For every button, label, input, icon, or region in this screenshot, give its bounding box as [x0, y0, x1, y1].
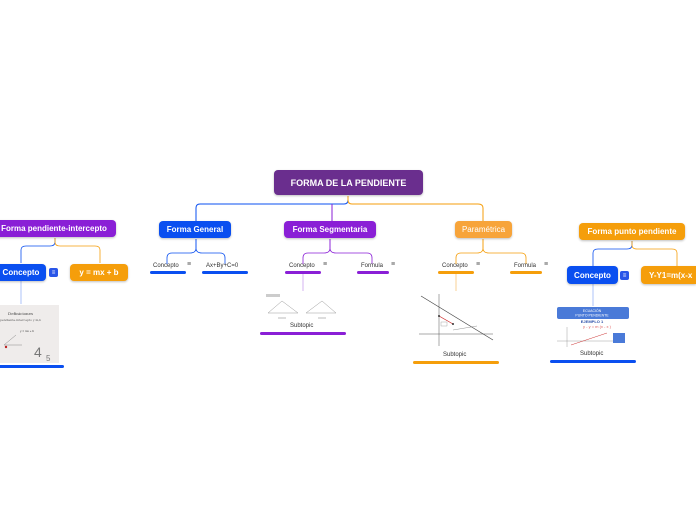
general-concepto-bar — [150, 271, 186, 274]
note-icon[interactable]: ≡ — [323, 261, 328, 268]
segmentaria-subtopic[interactable]: Subtopic — [290, 323, 314, 329]
branch-intercepto[interactable]: Forma pendiente-intercepto — [0, 220, 116, 237]
parametrica-concepto[interactable]: Concepto — [442, 263, 468, 269]
image-line-1: ECUACIÓN — [583, 308, 602, 313]
segmentaria-formula-bar — [357, 271, 389, 274]
intercepto-concepto[interactable]: Concepto — [0, 264, 46, 281]
parametrica-concepto-bar — [438, 271, 474, 274]
punto-formula[interactable]: Y-Y1=m(x-x — [641, 266, 696, 284]
intercepto-formula[interactable]: y = mx + b — [70, 264, 128, 281]
parametrica-formula[interactable]: Formula — [514, 263, 537, 269]
note-icon[interactable]: ≡ — [620, 271, 629, 280]
intercepto-image[interactable]: Definiciones pendiente-intercepto y m,b … — [0, 305, 59, 363]
punto-image-graphic: ECUACIÓN PUNTO PENDIENTE EJEMPLO 1 y - y… — [557, 307, 629, 347]
intercepto-bar — [0, 365, 64, 368]
segmentaria-image-graphic — [266, 294, 337, 319]
image-number-4: 4 — [34, 344, 42, 360]
image-line-3: EJEMPLO 1 — [581, 319, 604, 324]
general-concepto[interactable]: Concepto — [153, 263, 179, 269]
image-subtitle: pendiente-intercepto y m,b — [0, 318, 41, 322]
punto-subtopic[interactable]: Subtopic — [580, 351, 604, 357]
parametrica-formula-bar — [510, 271, 542, 274]
branch-segmentaria[interactable]: Forma Segmentaria — [284, 221, 376, 238]
note-icon[interactable]: ≡ — [187, 261, 192, 268]
branch-punto[interactable]: Forma punto pendiente — [579, 223, 685, 240]
general-formula-bar — [202, 271, 248, 274]
punto-concepto[interactable]: Concepto — [567, 266, 618, 284]
punto-subtopic-bar — [550, 360, 636, 363]
parametrica-subtopic[interactable]: Subtopic — [443, 352, 467, 358]
segmentaria-subtopic-bar — [260, 332, 346, 335]
image-number-5: 5 — [46, 354, 51, 363]
branch-general[interactable]: Forma General — [159, 221, 231, 238]
branch-parametrica[interactable]: Paramétrica — [455, 221, 512, 238]
note-icon[interactable]: ≡ — [476, 261, 481, 268]
note-icon[interactable]: ≡ — [391, 261, 396, 268]
image-line-4: y - y = m (x - x ) — [583, 324, 612, 329]
image-formula: y = mx + b — [20, 329, 34, 333]
punto-image[interactable]: ECUACIÓN PUNTO PENDIENTE EJEMPLO 1 y - y… — [555, 307, 630, 349]
intercepto-image-graphic: Definiciones pendiente-intercepto y m,b … — [0, 311, 51, 363]
note-icon[interactable]: ≡ — [544, 261, 549, 268]
image-title: Definiciones — [8, 311, 33, 316]
image-line-2: PUNTO PENDIENTE — [575, 314, 609, 318]
general-formula[interactable]: Ax+By+C=0 — [206, 263, 239, 269]
segmentaria-concepto[interactable]: Concepto — [289, 263, 315, 269]
parametrica-image[interactable] — [417, 292, 495, 350]
parametrica-image-graphic — [419, 294, 494, 346]
note-icon[interactable]: ≡ — [49, 268, 58, 277]
segmentaria-formula[interactable]: Formula — [361, 263, 384, 269]
segmentaria-image[interactable] — [264, 293, 343, 321]
segmentaria-concepto-bar — [285, 271, 321, 274]
parametrica-subtopic-bar — [413, 361, 499, 364]
root-topic[interactable]: FORMA DE LA PENDIENTE — [274, 170, 423, 195]
